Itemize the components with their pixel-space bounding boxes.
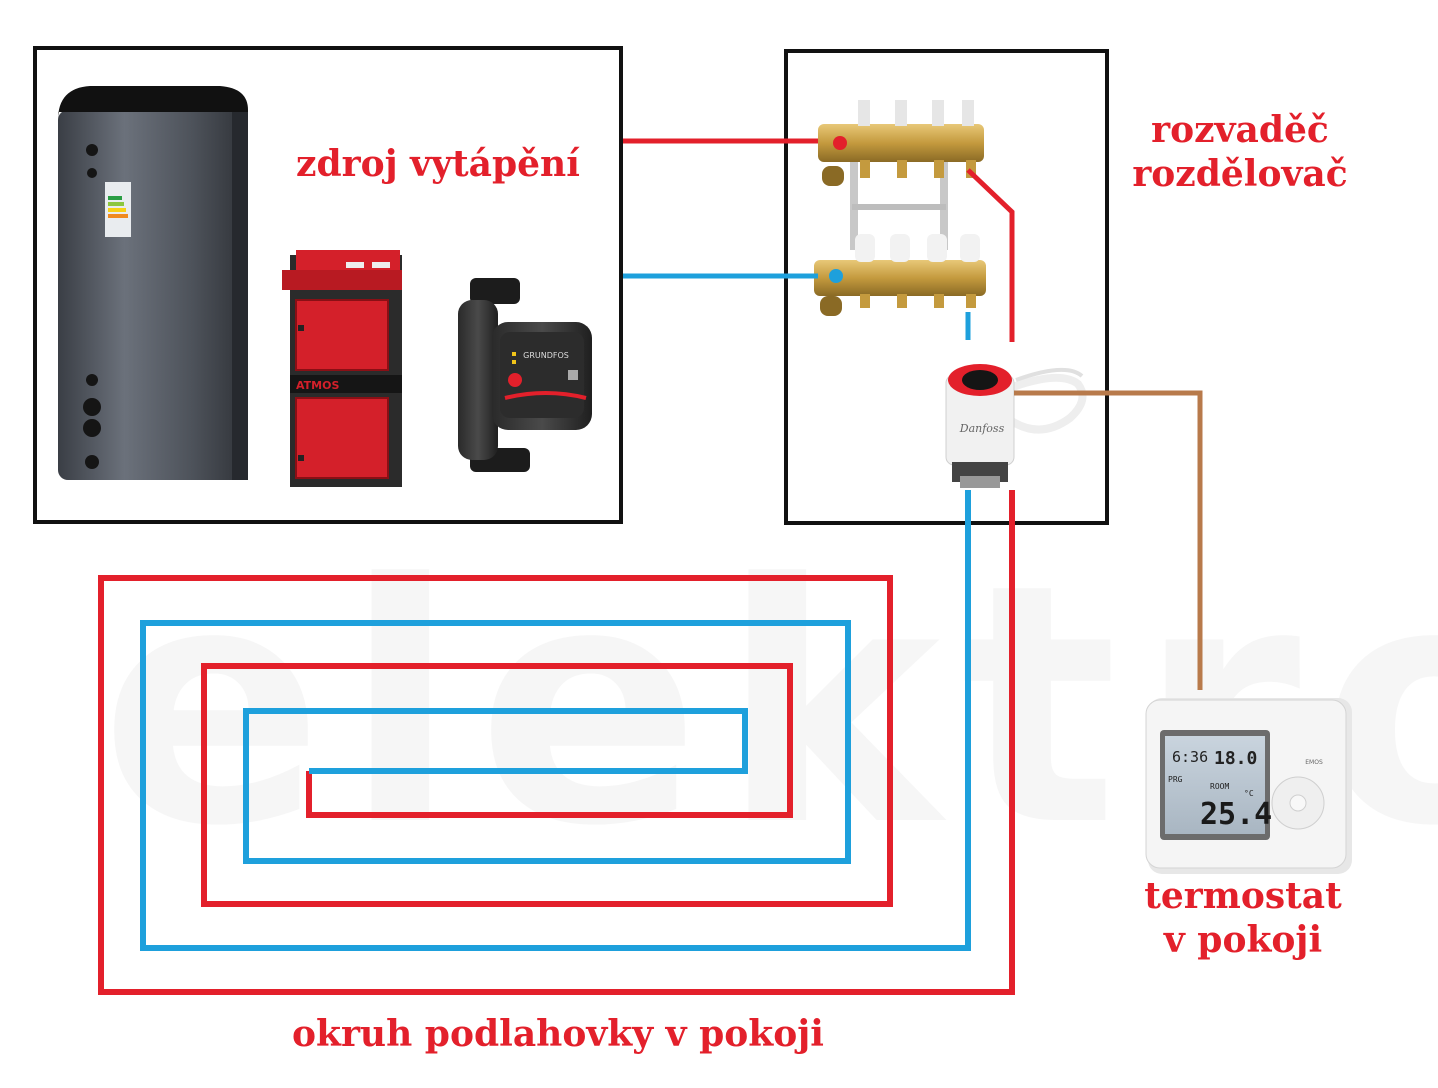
manifold-label: rozvaděč rozdělovač [1120, 108, 1360, 196]
heat-source-label: zdroj vytápění [296, 143, 580, 185]
room-thermostat: 6:36 18.0 PRG ROOM °C 25.4 EMOS [1145, 698, 1352, 874]
heat-source-frame [33, 46, 623, 524]
thermostat-label-line2: v pokoji [1163, 919, 1323, 961]
floor-heating-loop [98, 490, 1015, 995]
thermostat-brand: EMOS [1305, 759, 1323, 766]
pump-brand: GRUNDFOS [523, 351, 569, 360]
supply-pipes [623, 138, 1015, 342]
thermostat-label: termostat v pokoji [1138, 874, 1348, 962]
thermostat-room-label: ROOM [1210, 782, 1229, 791]
manifold-label-line2: rozdělovač [1132, 153, 1348, 195]
actuator: Danfoss [945, 364, 1087, 488]
thermostat-room-temp: 25.4 [1200, 797, 1272, 832]
boiler: ATMOS [282, 250, 402, 487]
signal-wire [1014, 390, 1203, 690]
floor-circuit-label: okruh podlahovky v pokoji [292, 1013, 824, 1055]
thermostat-unit: °C [1244, 789, 1254, 798]
thermostat-prg-label: PRG [1168, 775, 1183, 784]
circulation-pump: GRUNDFOS [458, 278, 592, 472]
actuator-brand: Danfoss [959, 422, 1005, 435]
thermostat-time: 6:36 [1172, 748, 1208, 766]
boiler-brand: ATMOS [296, 379, 339, 392]
manifold-frame [784, 49, 1109, 525]
manifold [814, 100, 986, 316]
buffer-tank [58, 86, 248, 480]
thermostat-label-line1: termostat [1144, 875, 1342, 917]
manifold-label-line1: rozvaděč [1151, 109, 1329, 151]
thermostat-set-temp: 18.0 [1214, 748, 1257, 769]
